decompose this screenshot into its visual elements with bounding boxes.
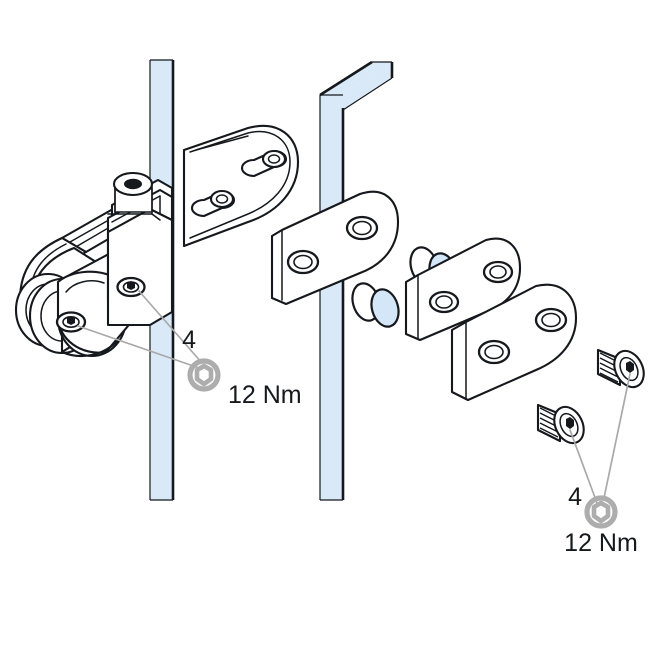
gasket-pair-lower: [351, 282, 400, 328]
annotation-left: 4 12 Nm: [77, 290, 302, 409]
boss-hole-l: [190, 189, 236, 218]
hex-socket-screw-upper: [596, 348, 645, 389]
hex-socket-screw-lower: [536, 403, 585, 445]
counter-plate-mid: [270, 190, 400, 306]
right-glass-panel: [319, 60, 394, 501]
annotation-right: 4 12 Nm: [564, 373, 638, 557]
screw-hole-a: [116, 276, 146, 298]
counter-plate-right-front: [450, 283, 578, 402]
screw-hole-b: [55, 311, 87, 333]
torque-label-right: 12 Nm: [564, 529, 638, 557]
hex-key-size-label-left: 4: [182, 326, 196, 354]
hex-key-size-label-right: 4: [568, 483, 582, 511]
hex-key-icon: [584, 495, 618, 529]
hinge-body-left: [14, 171, 174, 358]
boss-hole-ur: [240, 149, 288, 178]
hinge-plate-upper: [182, 124, 300, 248]
counter-plate-right-rear: [404, 237, 522, 342]
torque-label-left: 12 Nm: [228, 381, 302, 409]
hex-key-icon: [187, 358, 221, 392]
